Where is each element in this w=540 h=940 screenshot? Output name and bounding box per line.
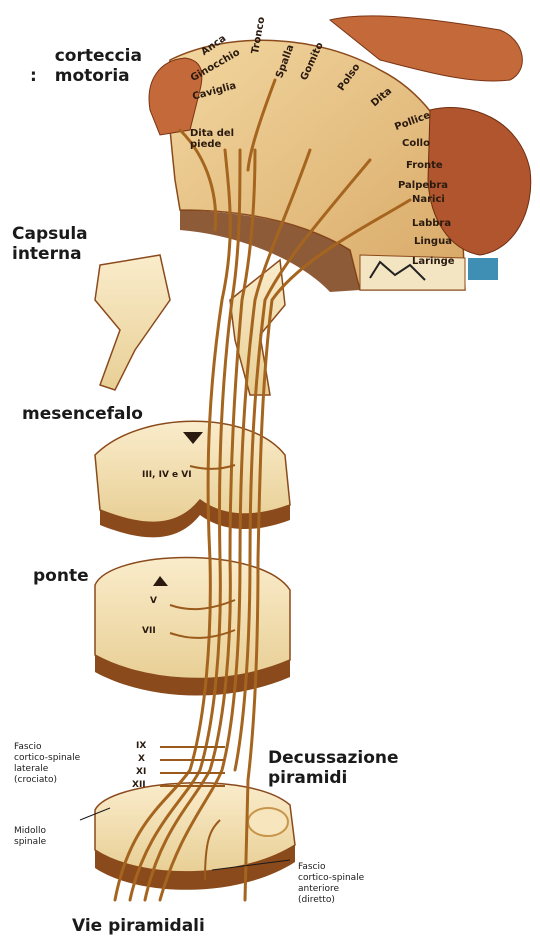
homunculus-label-narici: Narici [412,194,445,205]
fascio-laterale-line: laterale [14,764,80,775]
nucleus-label-xi: XI [136,767,146,777]
midollo-line: Midollo [14,826,46,837]
homunculus-label-dita-piede: Dita del piede [190,128,240,150]
fascio-laterale-line: cortico-spinale [14,753,80,764]
fascio-anteriore-line: (diretto) [298,895,364,906]
spinal-cord-slice [95,783,295,890]
fascio-laterale-line: Fascio [14,742,80,753]
ponte-slice [95,558,290,696]
homunculus-label-lingua: Lingua [414,236,452,247]
tongue-block [468,258,498,280]
cortex-label-prefix: : [30,66,37,86]
decussazione-label-line2: piramidi [268,768,399,788]
fascio-anteriore-label: Fascio cortico-spinale anteriore (dirett… [298,862,364,906]
fascio-anteriore-line: cortico-spinale [298,873,364,884]
mesencefalo-label: mesencefalo [22,404,143,424]
cortex-label-text: corteccia motoria [55,46,205,86]
homunculus-label-laringe: Laringe [412,256,455,267]
nucleus-label-x: X [138,754,145,764]
ponte-label: ponte [33,566,89,586]
capsula-interna-label: Capsula interna [12,224,88,264]
nucleus-label-ix: IX [136,741,146,751]
nucleus-label-v: V [150,596,157,606]
homunculus-label-labbra: Labbra [412,218,451,229]
vie-piramidali-label: Vie piramidali [72,916,205,936]
nucleus-label-xii: XII [132,780,146,790]
fascio-laterale-label: Fascio cortico-spinale laterale (crociat… [14,742,80,786]
cortex-label: : corteccia motoria [30,46,205,86]
homunculus-label-palpebra: Palpebra [398,180,448,191]
fascio-laterale-line: (crociato) [14,775,80,786]
nucleus-label-iii-iv-vi: III, IV e VI [142,470,192,480]
midollo-line: spinale [14,837,46,848]
fascio-anteriore-line: anteriore [298,884,364,895]
decussazione-label-line1: Decussazione [268,748,399,768]
nucleus-label-vii: VII [142,626,156,636]
capsula-label-line1: Capsula [12,224,88,244]
homunculus-label-fronte: Fronte [406,160,443,171]
decussazione-label: Decussazione piramidi [268,748,399,788]
capsula-label-line2: interna [12,244,88,264]
fascio-anteriore-line: Fascio [298,862,364,873]
midollo-label: Midollo spinale [14,826,46,848]
homunculus-label-collo: Collo [402,138,430,149]
